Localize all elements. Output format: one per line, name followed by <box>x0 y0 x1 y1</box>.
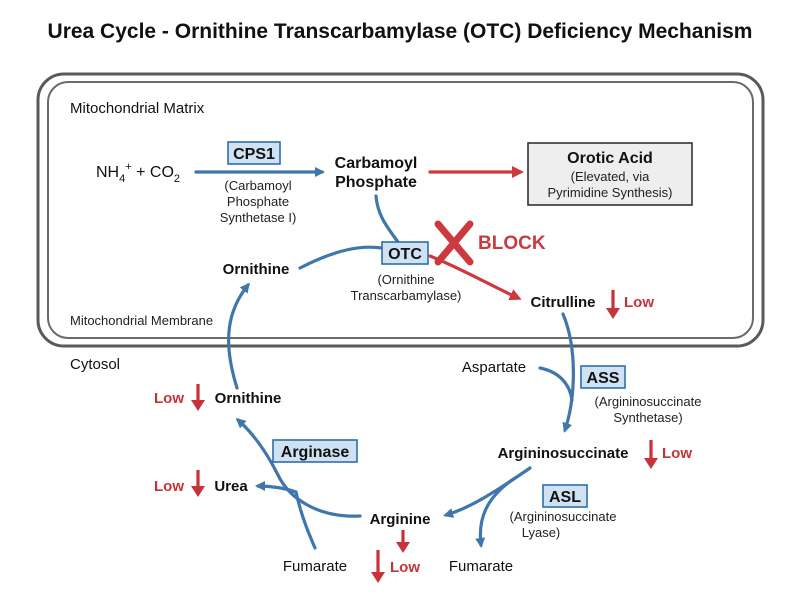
otc-enzyme-label: OTC <box>388 246 422 263</box>
urea-low-arrow-icon <box>191 470 205 497</box>
argininosuccinate-low-arrow-icon <box>644 440 658 469</box>
argininosuccinate-low-label: Low <box>662 445 692 462</box>
cps1-full-name-line3: Synthetase I) <box>220 210 297 225</box>
ornithine-low-label: Low <box>154 390 184 407</box>
mitochondrion-outer-membrane <box>36 72 765 348</box>
orotic-acid-title: Orotic Acid <box>567 150 653 167</box>
urea-low-label: Low <box>154 478 184 495</box>
citrulline-label: Citrulline <box>530 294 595 311</box>
citrulline-low-arrow-icon <box>606 290 620 319</box>
aspartate-label: Aspartate <box>462 359 526 376</box>
ornithine-to-otc-arrow <box>298 245 384 270</box>
cytosol-label: Cytosol <box>70 356 120 373</box>
otc-enzyme-box <box>381 241 429 265</box>
argininosuccinate-label: Argininosuccinate <box>498 445 629 462</box>
asl-enzyme-box <box>542 484 588 508</box>
ornithine-cyto-label: Ornithine <box>215 390 282 407</box>
otc-full-name-line1: (Ornithine <box>377 272 434 287</box>
orotic-acid-line2: Pyrimidine Synthesis) <box>548 185 673 200</box>
arginine-to-arginase-arrow <box>276 473 362 518</box>
block-label: BLOCK <box>478 233 546 254</box>
bottom-low-label: Low <box>390 559 420 576</box>
ornithine-low-arrow-icon <box>191 384 205 411</box>
ass-enzyme-label: ASS <box>587 370 620 387</box>
arginase-to-ornithine-arrow <box>235 418 280 477</box>
cps1-full-name-line2: Phosphate <box>227 194 289 209</box>
arginase-enzyme-box <box>272 439 358 463</box>
fumarate-left-connector <box>294 490 317 550</box>
ornithine-transport-arrow <box>227 282 250 390</box>
cps1-full-name-line1: (Carbamoyl <box>224 178 291 193</box>
ass-enzyme-box <box>580 365 626 389</box>
orotic-acid-line1: (Elevated, via <box>571 169 651 184</box>
arginase-enzyme-label: Arginase <box>281 444 350 461</box>
ass-full-name-line1: (Argininosuccinate <box>595 394 702 409</box>
mitochondrial-matrix-label: Mitochondrial Matrix <box>70 100 205 117</box>
asl-full-name-line2: Lyase) <box>522 525 561 540</box>
carbamoyl-phosphate-line1: Carbamoyl <box>335 155 418 172</box>
diagram-title: Urea Cycle - Ornithine Transcarbamylase … <box>48 20 753 43</box>
block-x-icon <box>434 220 474 266</box>
bottom-low-arrow-icon <box>371 550 385 583</box>
ass-full-name-line2: Synthetase) <box>613 410 682 425</box>
fumarate-right-label: Fumarate <box>449 558 513 575</box>
citrulline-to-argininosuccinate-arrow <box>561 312 575 433</box>
mitochondrial-membrane-label: Mitochondrial Membrane <box>70 313 213 328</box>
argininosuccinate-to-fumarate-arrow <box>475 476 517 548</box>
arginase-to-urea-arrow <box>255 481 298 494</box>
carbamoyl-to-otc-arrow <box>374 194 404 250</box>
fumarate-left-label: Fumarate <box>283 558 347 575</box>
mitochondrion-inner-membrane <box>47 81 754 339</box>
arginine-label: Arginine <box>370 511 431 528</box>
ammonia-co2-label: NH4+ + CO2 <box>96 161 180 185</box>
otc-full-name-line2: Transcarbamylase) <box>351 288 462 303</box>
urea-label: Urea <box>214 478 248 495</box>
asl-full-name-line1: (Argininosuccinate <box>510 509 617 524</box>
cps1-enzyme-label: CPS1 <box>233 146 275 163</box>
cps1-enzyme-box <box>227 141 281 165</box>
carbamoyl-phosphate-line2: Phosphate <box>335 174 417 191</box>
citrulline-low-label: Low <box>624 294 654 311</box>
arginine-low-arrow-icon <box>396 530 410 553</box>
aspartate-join-arrow <box>538 366 574 402</box>
orotic-acid-box <box>527 142 693 206</box>
argininosuccinate-to-arginine-arrow <box>443 466 532 518</box>
asl-enzyme-label: ASL <box>549 489 581 506</box>
ornithine-mito-label: Ornithine <box>223 261 290 278</box>
